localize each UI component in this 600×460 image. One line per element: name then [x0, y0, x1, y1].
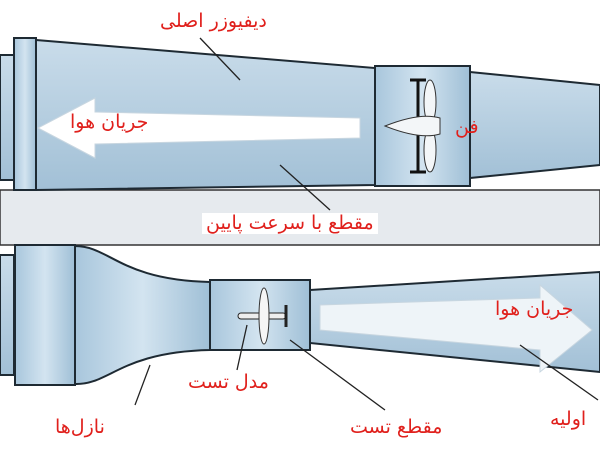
fan-icon — [383, 78, 441, 174]
label-low-speed-section: مقطع با سرعت پایین — [202, 213, 378, 234]
airflow-arrow-right — [319, 283, 593, 374]
label-airflow-bottom: جریان هوا — [495, 298, 574, 320]
top-right-cone — [469, 70, 600, 180]
airflow-arrow-left — [36, 97, 361, 159]
label-test-section: مقطع تست — [350, 416, 443, 438]
test-model-airplane-icon — [237, 287, 288, 345]
label-fan: فن — [455, 116, 479, 138]
top-collar — [13, 37, 37, 191]
label-main-diffuser: دیفیوزر اصلی — [160, 10, 267, 32]
label-airflow-top: جریان هوا — [70, 111, 149, 133]
settling-chamber — [0, 254, 15, 376]
label-test-model: مدل تست — [188, 371, 269, 393]
label-primary-diffuser: اولیه — [550, 408, 587, 430]
leader-lines — [134, 37, 599, 411]
nozzle — [74, 244, 211, 386]
label-nozzles: نازل‌ها — [55, 416, 105, 438]
